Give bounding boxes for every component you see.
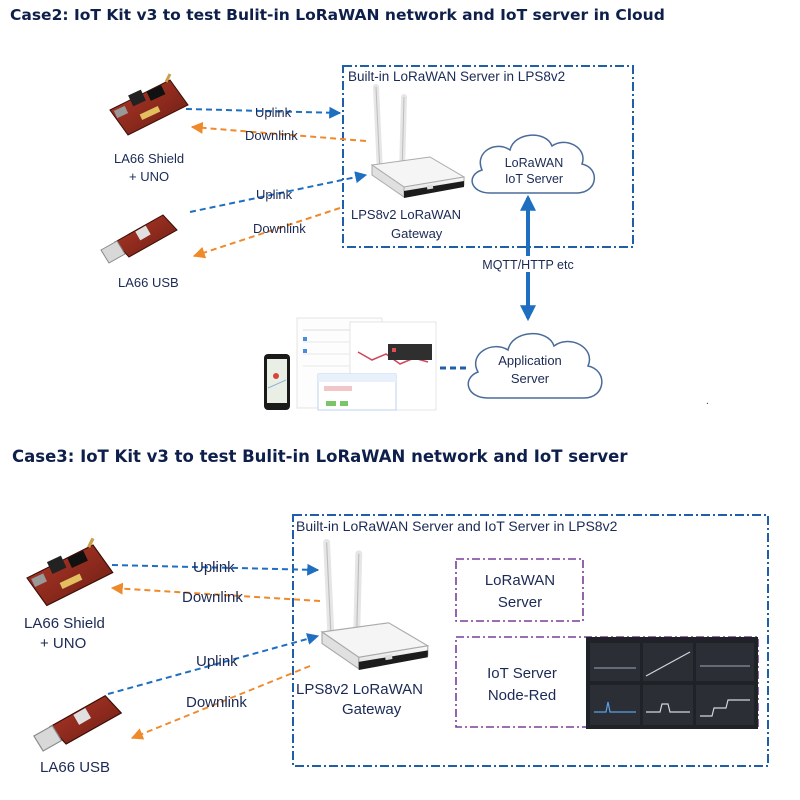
case3-lorawan-label-line2: Server (498, 594, 542, 611)
case2-title: Case2: IoT Kit v3 to test Bulit-in LoRaW… (10, 6, 665, 24)
case2-gateway-label-line2: Gateway (391, 226, 443, 241)
case2-downlink-label-2: Downlink (253, 221, 306, 236)
case2-usb-label: LA66 USB (118, 275, 179, 290)
case2-box-title: Built-in LoRaWAN Server in LPS8v2 (348, 69, 565, 84)
case2-cloud-label-line1: LoRaWAN (505, 156, 564, 170)
case2-builtin-server-box (342, 65, 634, 248)
case3-node-red-dashboard-image (586, 637, 758, 729)
case2-la66-usb-image (100, 214, 178, 264)
case2-stray-dot: . (706, 396, 709, 407)
case3-shield-label-line1: LA66 Shield (24, 615, 105, 632)
case3-iot-label-line2: Node-Red (488, 687, 556, 704)
case2-downlink-arrow-shield (190, 121, 367, 142)
case2-la66-shield-image (109, 73, 189, 136)
case2-app-label-line2: Server (511, 371, 550, 386)
case3-builtin-server-box (292, 514, 769, 767)
case2-application-cloud (467, 332, 603, 399)
case2-shield-label-line1: LA66 Shield (114, 151, 184, 166)
case2-protocol-label-bg (476, 256, 580, 272)
case2-gateway-image (370, 84, 466, 198)
case2-app-dashboard-image (264, 317, 437, 411)
case2-downlink-arrow-usb (192, 207, 341, 259)
case3-uplink-label-1: Uplink (193, 559, 235, 576)
case3-shield-label-line2: + UNO (40, 635, 86, 652)
case2-gateway-label-line1: LPS8v2 LoRaWAN (351, 207, 461, 222)
case3-downlink-label-2: Downlink (186, 694, 247, 711)
case3-gateway-label-line2: Gateway (342, 701, 402, 718)
case2-downlink-label-1: Downlink (245, 128, 298, 143)
case2-app-label-line1: Application (498, 353, 562, 368)
case2-uplink-label-2: Uplink (256, 187, 293, 202)
case3-lorawan-label-line1: LoRaWAN (485, 572, 555, 589)
case3-box-title: Built-in LoRaWAN Server and IoT Server i… (296, 518, 618, 534)
case3-uplink-arrow-shield (111, 563, 320, 576)
case3-gateway-image (320, 538, 430, 670)
case2-uplink-label-1: Uplink (255, 105, 292, 120)
case3-uplink-arrow-usb (107, 633, 320, 695)
case3-iot-label-line1: IoT Server (487, 665, 557, 682)
case2-protocol-label: MQTT/HTTP etc (482, 258, 573, 272)
case3-usb-label: LA66 USB (40, 759, 110, 776)
case3-la66-usb-image (33, 695, 123, 752)
case3-downlink-arrow-shield (110, 582, 321, 602)
case2-uplink-arrow-shield (185, 106, 342, 119)
case2-cloud-label-line2: IoT Server (505, 172, 563, 186)
case3-la66-shield-image (26, 537, 114, 607)
case2-shield-label-line2: + UNO (129, 169, 169, 184)
case3-downlink-arrow-usb (130, 665, 311, 740)
case3-downlink-label-1: Downlink (182, 589, 243, 606)
case3-gateway-label-line1: LPS8v2 LoRaWAN (296, 681, 423, 698)
case2-lorawan-cloud (471, 134, 595, 194)
case3-uplink-label-2: Uplink (196, 653, 238, 670)
case3-lorawan-server-box (455, 558, 584, 622)
case3-title: Case3: IoT Kit v3 to test Bulit-in LoRaW… (12, 447, 628, 466)
